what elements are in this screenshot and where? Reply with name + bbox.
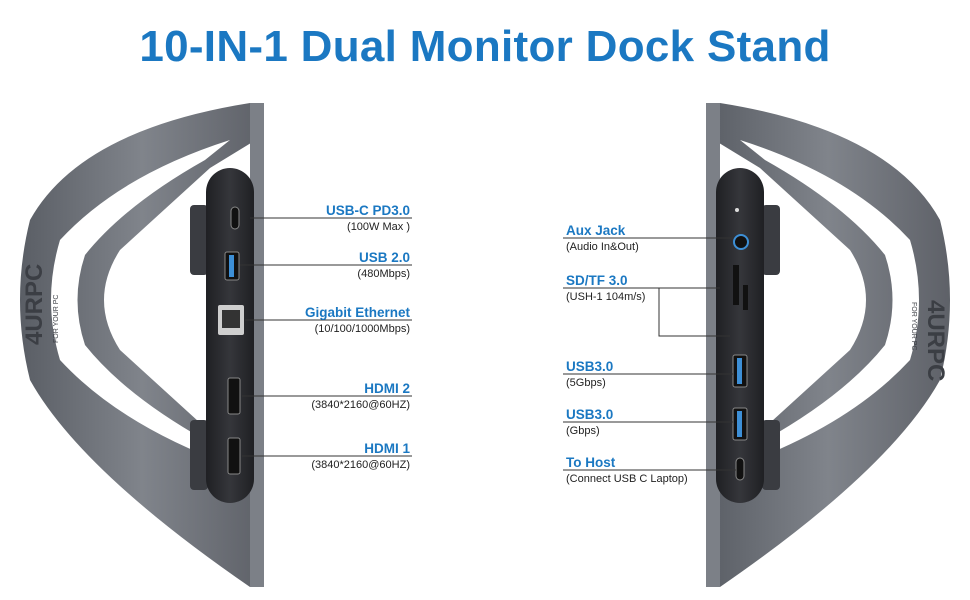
port-spec: (10/100/1000Mbps) [314,322,410,335]
left-stand: 4URPC FOR YOUR PC [20,103,264,587]
port-spec: (3840*2160@60HZ) [311,458,410,471]
usb-a-port-icon [732,407,748,441]
port-label-sd-tf: SD/TF 3.0 (USH-1 104m/s) [566,274,645,303]
hdmi-port-icon [227,437,241,475]
port-name: To Host [566,455,616,470]
brand-logo: 4URPC FOR YOUR PC [21,264,60,345]
port-name: Aux Jack [566,223,626,238]
port-label-hdmi-2: HDMI 2 (3840*2160@60HZ) [311,382,410,411]
port-name: USB3.0 [566,407,614,422]
port-spec: (Connect USB C Laptop) [566,472,688,485]
brand-logo: 4URPC FOR YOUR PC [910,300,949,381]
port-name: HDMI 1 [364,441,410,456]
port-spec: (5Gbps) [566,376,606,389]
port-label-to-host: To Host (Connect USB C Laptop) [566,456,688,485]
port-name: Gigabit Ethernet [304,305,410,320]
port-spec: (3840*2160@60HZ) [311,398,410,411]
port-name: SD/TF 3.0 [566,273,628,288]
port-label-hdmi-1: HDMI 1 (3840*2160@60HZ) [311,442,410,471]
usb-c-port-icon [735,457,745,481]
port-spec: (USH-1 104m/s) [566,290,646,303]
port-name: HDMI 2 [364,381,410,396]
right-leader-lines [563,237,736,471]
right-stand: 4URPC FOR YOUR PC [706,103,950,587]
port-spec: (Audio In&Out) [566,240,639,253]
svg-text:FOR YOUR PC: FOR YOUR PC [53,295,60,344]
port-spec: (Gbps) [566,424,600,437]
port-name: USB3.0 [566,359,614,374]
port-name: USB-C PD3.0 [325,203,410,218]
port-name: USB 2.0 [358,250,410,265]
audio-jack-icon [733,234,749,250]
left-leader-lines [240,217,412,457]
port-spec: (100W Max ) [347,220,410,233]
port-label-aux: Aux Jack (Audio In&Out) [566,224,639,253]
page-title: 10-IN-1 Dual Monitor Dock Stand [139,22,831,71]
usb-a-port-icon [732,354,748,388]
usb-c-port-icon [230,206,240,230]
svg-text:4URPC: 4URPC [922,300,949,381]
ethernet-port-icon [218,305,244,335]
card-slot-icon [733,265,748,310]
port-label-usb3-a: USB3.0 (5Gbps) [566,360,613,389]
hdmi-port-icon [227,377,241,415]
port-label-usb3-b: USB3.0 (Gbps) [566,408,613,437]
port-spec: (480Mbps) [357,267,410,280]
port-label-usb-c-pd: USB-C PD3.0 (100W Max ) [326,204,410,233]
svg-text:4URPC: 4URPC [21,264,48,345]
svg-text:FOR YOUR PC: FOR YOUR PC [910,302,917,351]
port-label-ethernet: Gigabit Ethernet (10/100/1000Mbps) [305,306,410,335]
port-label-usb-2: USB 2.0 (480Mbps) [357,251,410,280]
usb-a-port-icon [224,251,240,281]
